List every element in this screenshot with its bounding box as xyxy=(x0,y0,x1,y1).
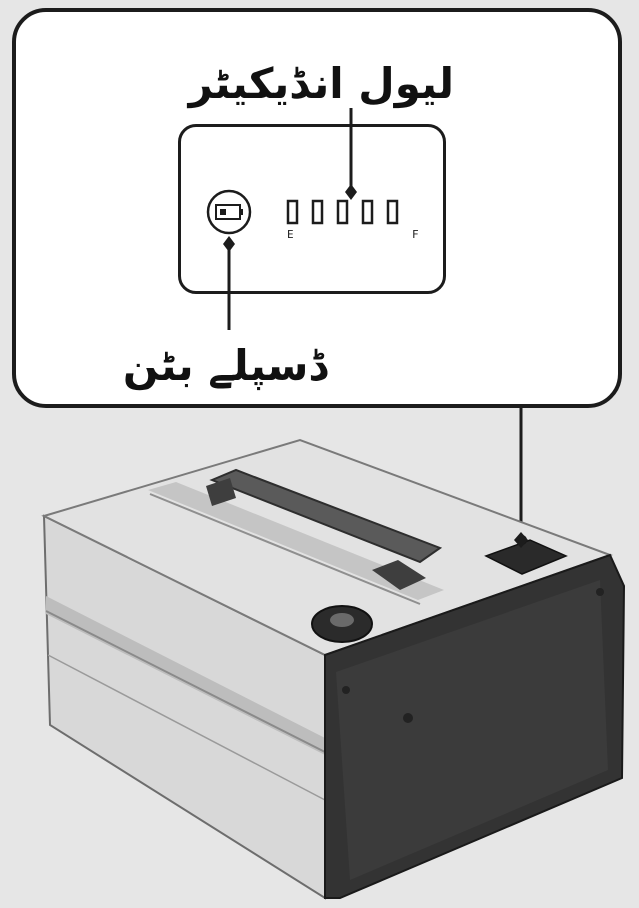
level-indicator-label: لیول انڈیکیٹر xyxy=(214,58,454,110)
display-button xyxy=(208,191,250,233)
level-segment xyxy=(338,201,347,223)
display-button-label: ڈسپلے بٹن xyxy=(110,340,340,392)
level-segment xyxy=(313,201,322,223)
scale-end-label: F xyxy=(412,228,419,241)
device-pointer xyxy=(514,532,528,548)
level-segment xyxy=(363,201,372,223)
level-indicator-segments: E F xyxy=(287,201,419,241)
level-segment xyxy=(388,201,397,223)
level-segment xyxy=(288,201,297,223)
display-button-pointer xyxy=(223,236,235,252)
level-indicator-pointer xyxy=(345,184,357,200)
scale-start-label: E xyxy=(287,228,294,241)
